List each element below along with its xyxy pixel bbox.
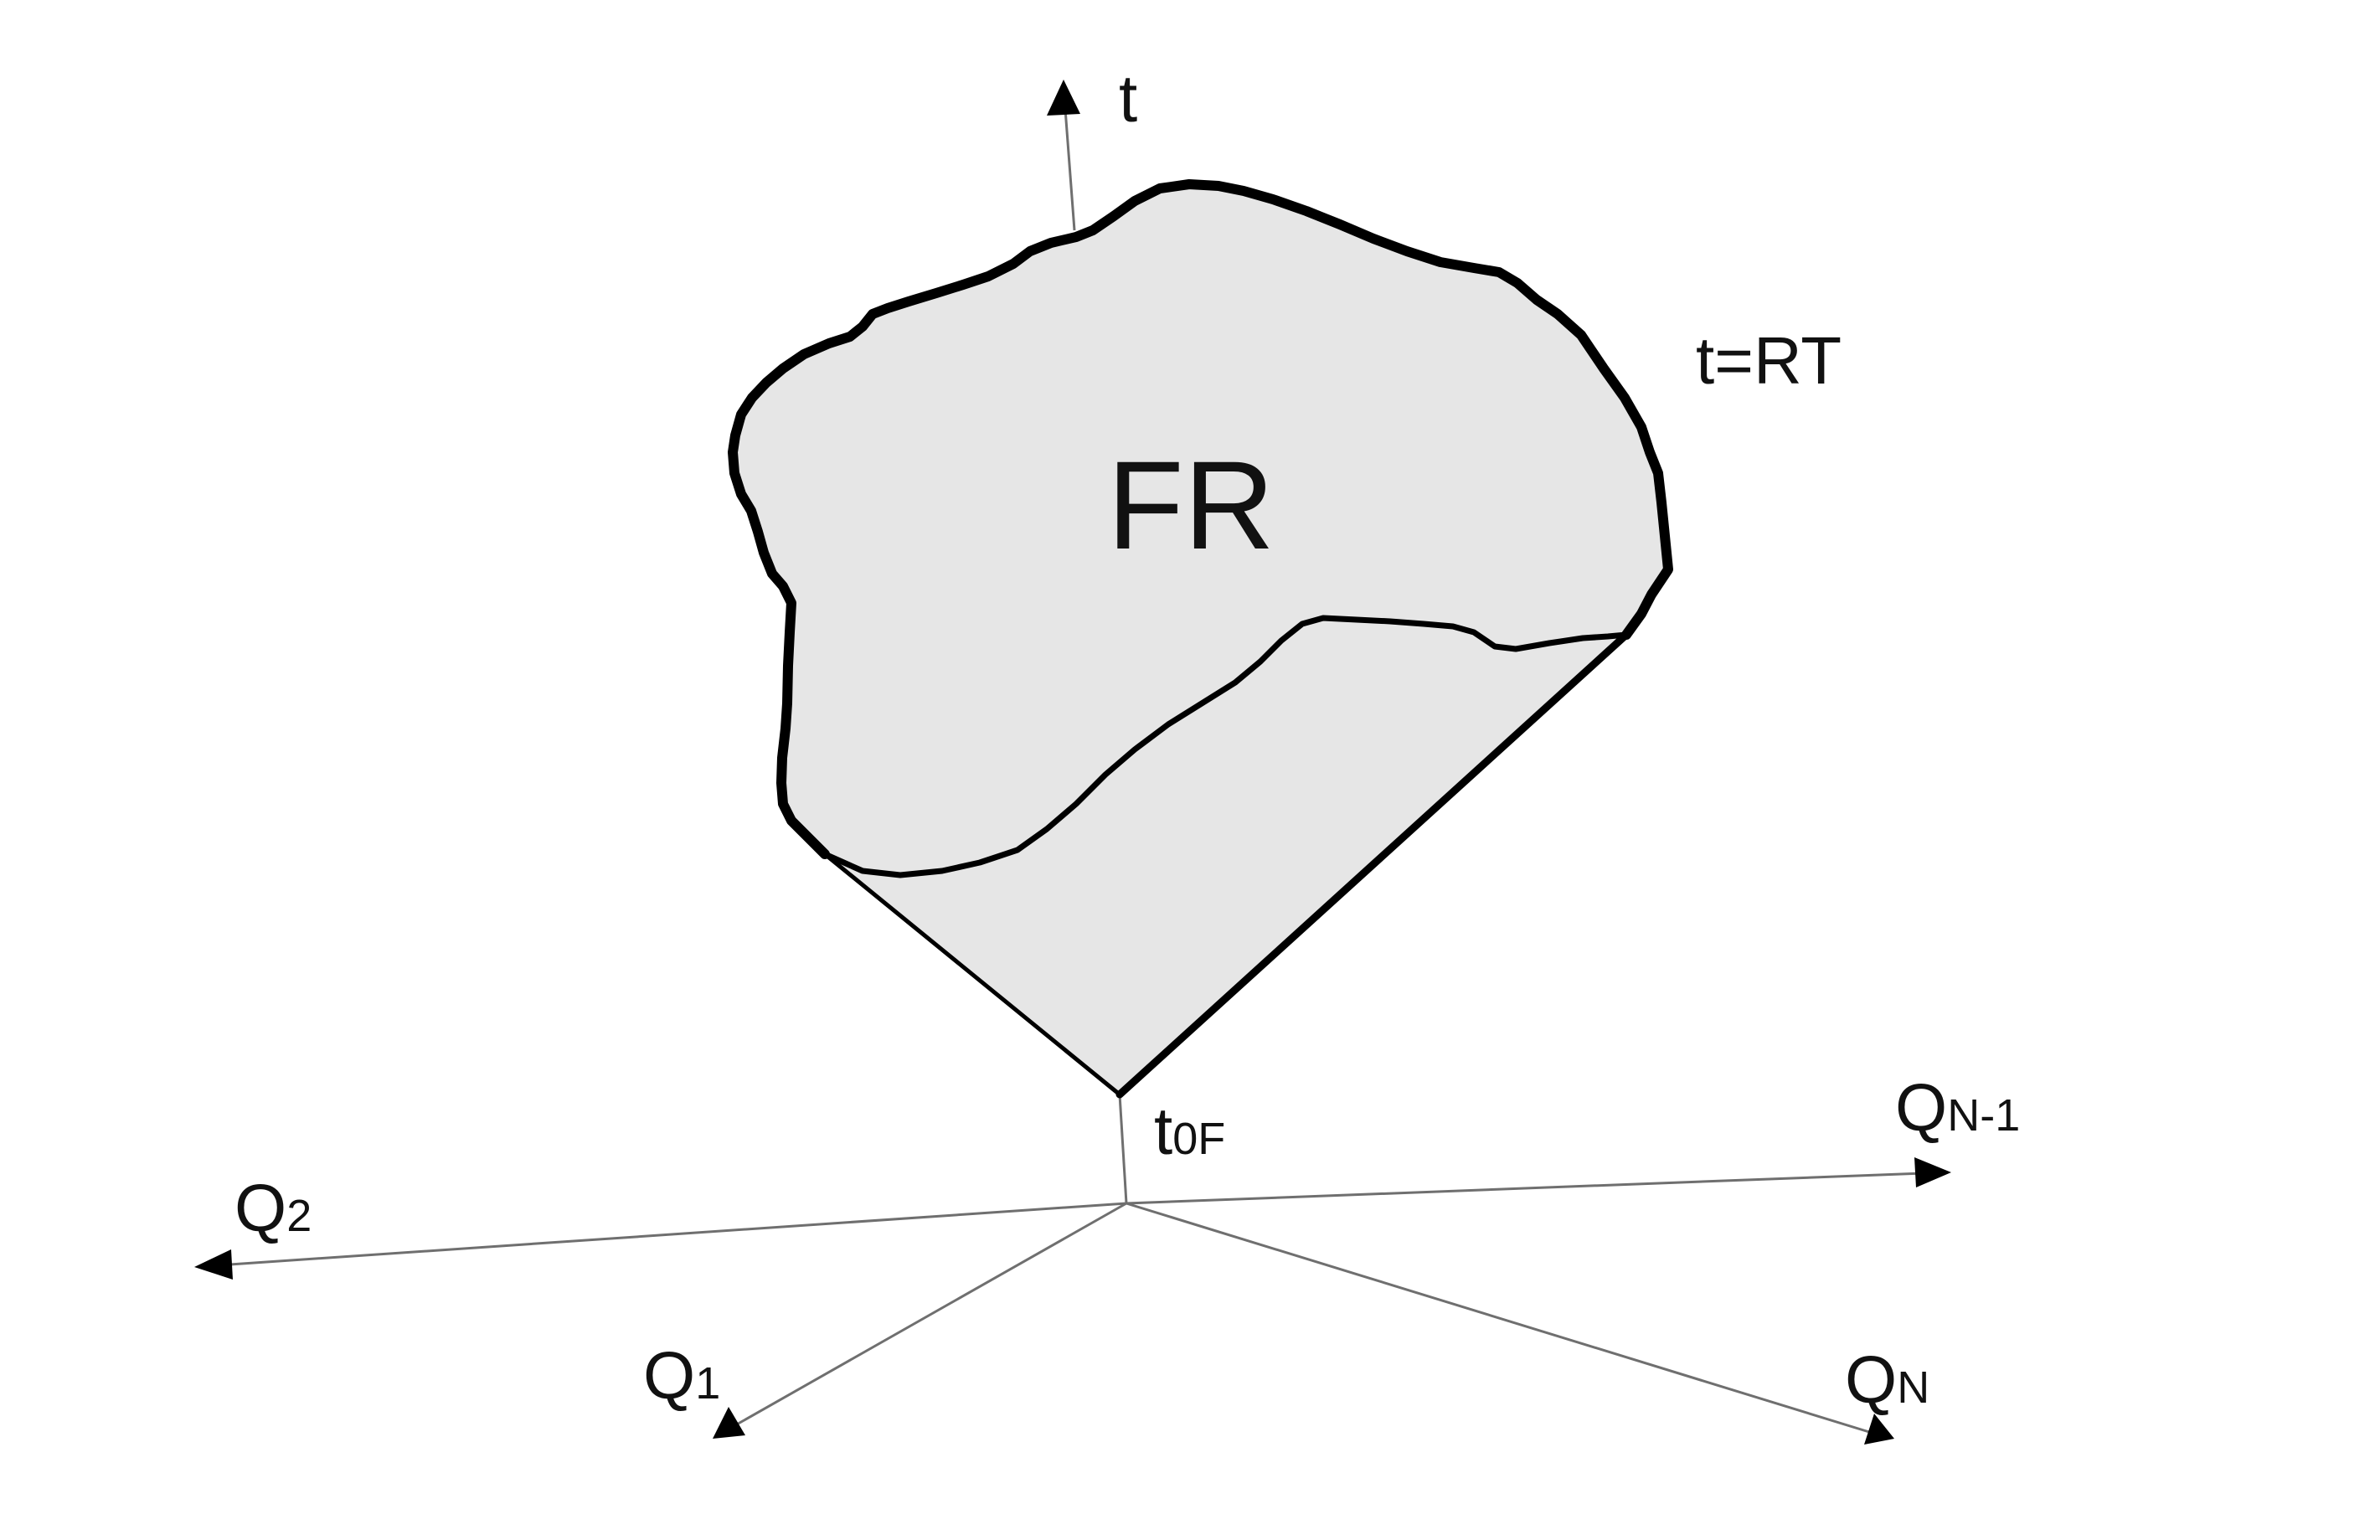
label-qn: QN [1845, 1342, 1929, 1417]
label-q1-sub: 1 [695, 1358, 720, 1409]
arrowhead-q1 [713, 1407, 745, 1439]
label-t-axis: t [1119, 61, 1137, 136]
label-t0f: t0F [1154, 1094, 1225, 1168]
label-q1-main: Q [643, 1338, 695, 1413]
axis-t-upper [1064, 108, 1076, 231]
arrowhead-q2 [194, 1249, 233, 1280]
arrowhead-t [1047, 80, 1080, 116]
label-q2: Q2 [234, 1171, 312, 1245]
label-fr: FR [1107, 435, 1275, 575]
label-qn-sub: N [1897, 1362, 1929, 1413]
labels: t t=RT FR t0F Q2 QN-1 Q1 QN [234, 61, 2020, 1417]
label-t0f-main: t [1154, 1094, 1172, 1168]
axis-qn [1126, 1202, 1870, 1434]
label-qn-1: QN-1 [1895, 1070, 2020, 1145]
axis-q2 [217, 1202, 1127, 1267]
label-q2-sub: 2 [286, 1191, 312, 1241]
arrowhead-qn [1864, 1414, 1894, 1445]
arrowhead-qn-1 [1914, 1157, 1951, 1187]
label-t-rt: t=RT [1696, 323, 1842, 398]
axis-t-lower [1118, 1094, 1128, 1204]
cone-edge-right [1115, 631, 1630, 1099]
region-upper-boundary [728, 179, 1673, 859]
label-t0f-sub: 0F [1172, 1114, 1225, 1164]
label-qn-main: Q [1845, 1342, 1897, 1417]
axis-q1 [734, 1202, 1127, 1427]
cone-edge-left [822, 852, 1122, 1097]
inner-boundary-curve [822, 615, 1630, 878]
label-qn-1-main: Q [1895, 1070, 1947, 1145]
label-qn-1-sub: N-1 [1947, 1090, 2020, 1141]
label-q2-main: Q [234, 1171, 286, 1245]
feasible-region [728, 179, 1673, 1099]
axis-qn-1 [1126, 1172, 1925, 1205]
axes [194, 80, 1951, 1445]
label-q1: Q1 [643, 1338, 720, 1413]
